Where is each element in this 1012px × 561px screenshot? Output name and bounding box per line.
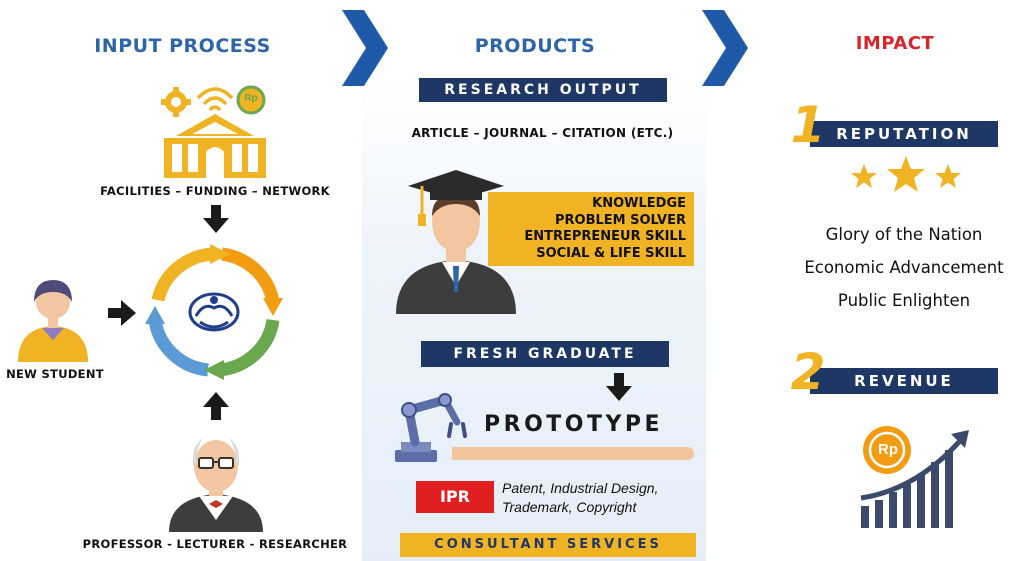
products-header: PRODUCTS	[474, 35, 596, 57]
rating-stars-icon	[851, 156, 961, 192]
rp-coin-symbol: Rp	[244, 93, 258, 104]
chevron-right-icon	[702, 10, 748, 86]
input-process-header: INPUT PROCESS	[94, 35, 271, 57]
new-student-caption: NEW STUDENT	[6, 367, 104, 381]
skill-item: PROBLEM SOLVER	[555, 212, 686, 228]
revenue-number: 2	[790, 343, 826, 401]
robot-arm-icon	[395, 393, 467, 462]
arrow-right-icon	[108, 300, 136, 326]
new-student-avatar	[18, 280, 88, 362]
arrow-down-icon	[606, 373, 632, 401]
revenue-bar: REVENUE	[810, 368, 998, 394]
reputation-item: Economic Advancement	[804, 258, 1004, 277]
consultant-services-bar: CONSULTANT SERVICES	[400, 533, 696, 557]
reputation-number: 1	[790, 96, 826, 154]
research-output-bar: RESEARCH OUTPUT	[419, 78, 667, 102]
prototype-underline	[452, 447, 694, 460]
professor-caption: PROFESSOR - LECTURER - RESEARCHER	[82, 537, 348, 551]
skill-item: ENTREPRENEUR SKILL	[524, 229, 686, 244]
professor-avatar	[169, 438, 263, 532]
ipr-items-line-1: Patent, Industrial Design,	[502, 480, 659, 496]
facilities-caption: FACILITIES – FUNDING – NETWORK	[100, 184, 330, 198]
skills-box: KNOWLEDGE PROBLEM SOLVER ENTREPRENEUR SK…	[488, 192, 694, 266]
products-panel	[362, 80, 706, 561]
fresh-graduate-bar: FRESH GRADUATE	[421, 341, 669, 367]
reputation-item: Glory of the Nation	[825, 225, 983, 244]
reputation-bar: REPUTATION	[810, 121, 998, 147]
revenue-growth-icon	[860, 426, 969, 528]
reputation-item: Public Enlighten	[837, 291, 971, 310]
rp-coin-symbol: Rp	[878, 441, 898, 458]
skill-item: KNOWLEDGE	[592, 196, 686, 211]
arrow-down-icon	[203, 205, 229, 233]
chevron-right-icon	[342, 10, 388, 86]
prototype-label: PROTOTYPE	[484, 412, 664, 437]
process-cycle-icon	[145, 244, 283, 380]
arrow-up-icon	[203, 392, 229, 420]
ipr-badge: IPR	[416, 481, 494, 513]
facilities-building-icon	[161, 85, 266, 178]
research-items: ARTICLE – JOURNAL – CITATION (ETC.)	[411, 126, 674, 140]
skill-item: SOCIAL & LIFE SKILL	[536, 245, 686, 261]
impact-header: IMPACT	[855, 33, 935, 54]
graduate-avatar	[396, 170, 516, 314]
ipr-items-line-2: Trademark, Copyright	[502, 499, 637, 515]
